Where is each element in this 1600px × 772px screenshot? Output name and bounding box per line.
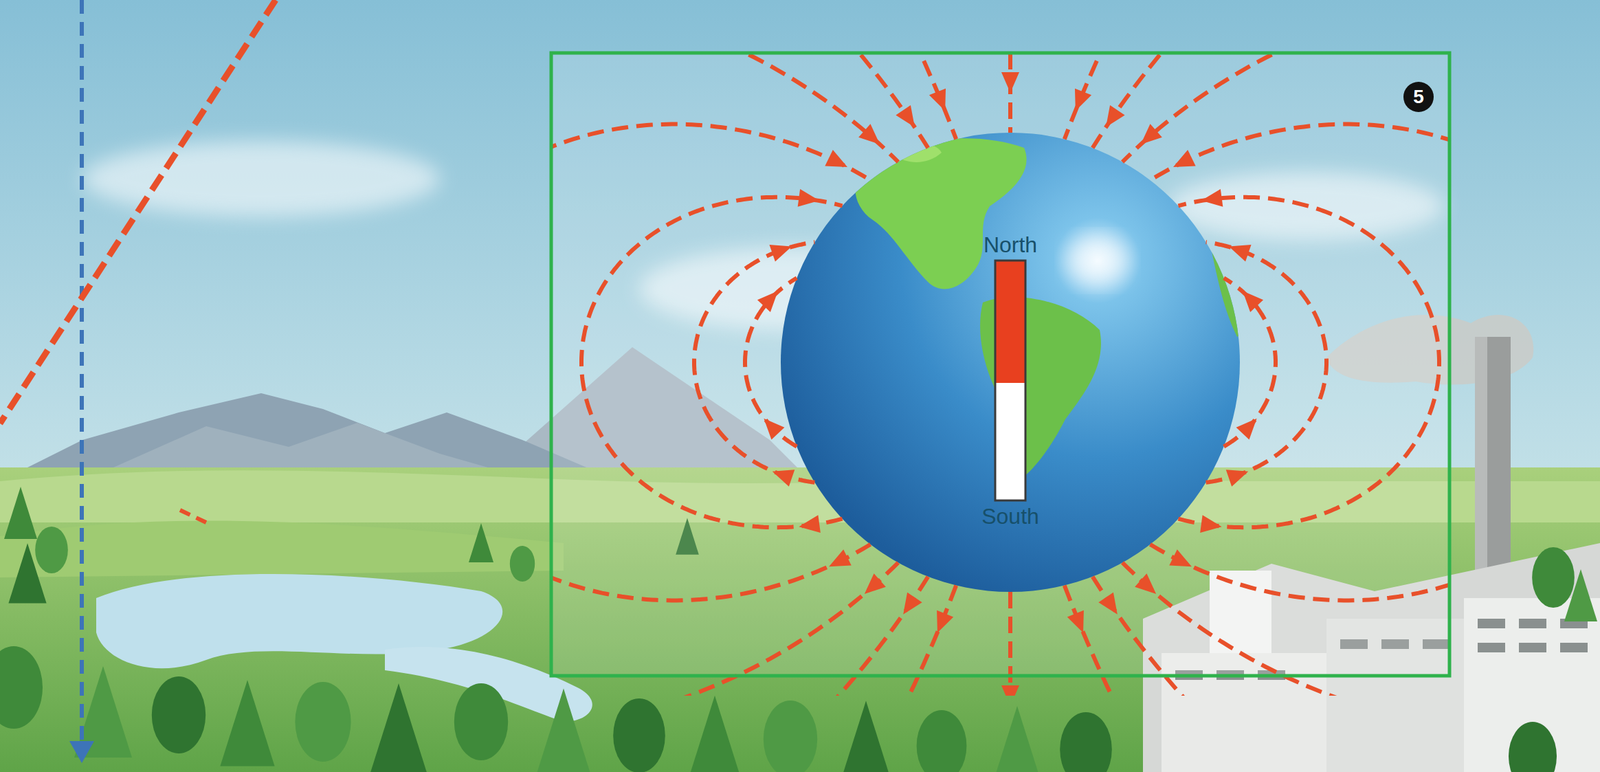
inset-frame [551,52,1450,676]
ray-lines [0,0,276,763]
field-arrowhead [772,469,796,487]
field-arrowhead [1228,244,1252,262]
field-arrowhead [1173,149,1196,168]
field-arrowhead [1001,72,1020,93]
earth [854,138,1266,482]
trees [992,705,1042,772]
field-arrowhead [798,514,820,533]
trees [369,683,428,772]
field-arrowhead [1098,592,1118,615]
ray-lines [79,0,84,743]
factory [1477,618,1506,629]
frame-inset [551,52,1450,676]
earth [893,144,942,163]
field-line [581,197,843,528]
field-arrowhead [1242,290,1264,313]
factory [1518,618,1547,629]
field-arrowhead [797,189,820,207]
field-arrowhead [1236,418,1258,440]
field-arrowhead [1067,610,1084,633]
field-arrowhead [929,88,946,112]
trees [1564,569,1598,622]
field-line [1122,52,1450,696]
trees [535,688,592,772]
earth [1066,236,1129,285]
bar-magnet [995,260,1026,383]
trees [8,542,47,603]
pole-label: South [981,504,1040,529]
field-arrowhead [763,418,785,440]
trees [613,698,666,772]
field-arrowhead [757,290,779,313]
field-arrowhead [936,610,954,633]
field-arrowhead [858,123,880,145]
factory [1518,642,1547,653]
trees [840,700,892,772]
pole-label: North [983,232,1038,258]
field-line [1224,277,1276,447]
trees [1531,547,1575,608]
bar-magnet [995,260,1026,501]
field-arrowhead [895,105,915,128]
field-line [551,52,957,696]
field-arrowhead [769,244,792,262]
field-line [1092,52,1450,696]
field-arrowhead [1169,549,1192,567]
trees [0,646,43,729]
field-arrowhead [1074,88,1092,112]
field-arrowhead [1134,573,1157,594]
field-arrowhead [828,549,852,567]
field-line [1206,241,1327,483]
field-line [1150,124,1451,601]
bar-magnet [995,260,1026,501]
trees [151,676,206,754]
field-line [1008,591,1013,696]
ray-lines [180,509,207,523]
land [0,520,564,578]
field-arrowhead [1001,685,1020,696]
ray-lines [0,0,276,424]
field-line [551,52,928,696]
factory [1477,642,1506,653]
field-line [745,277,797,447]
ray-lines [69,740,95,763]
trees [688,695,742,772]
bar-magnet [995,382,1026,501]
field-arrowhead [864,573,886,594]
field-arrowhead [1105,105,1126,128]
earth [780,132,1240,592]
trees [294,681,351,762]
trees [1059,712,1113,772]
field-line [1064,52,1450,696]
sky [82,140,440,217]
field-arrowhead [903,592,923,615]
trees [219,679,275,766]
field-arrowhead [1140,123,1163,145]
trees [763,700,818,772]
trees [35,526,69,574]
field-arrowhead [1201,189,1223,207]
field-line [1178,197,1440,528]
frame-inset [551,52,1450,676]
trees [4,486,38,539]
field-arrowhead [824,149,848,168]
field-line [551,52,899,696]
trees [468,523,494,563]
trees [454,683,508,761]
trees [509,545,535,582]
callout-number: 5 [1403,81,1434,113]
factory [1560,642,1588,653]
field-line [551,124,871,601]
trees [916,709,968,772]
field-line [694,241,815,483]
trees [1508,721,1557,772]
field-arrowhead [1226,469,1249,487]
field-arrowhead [1200,514,1222,533]
field-line-group [551,52,1450,696]
